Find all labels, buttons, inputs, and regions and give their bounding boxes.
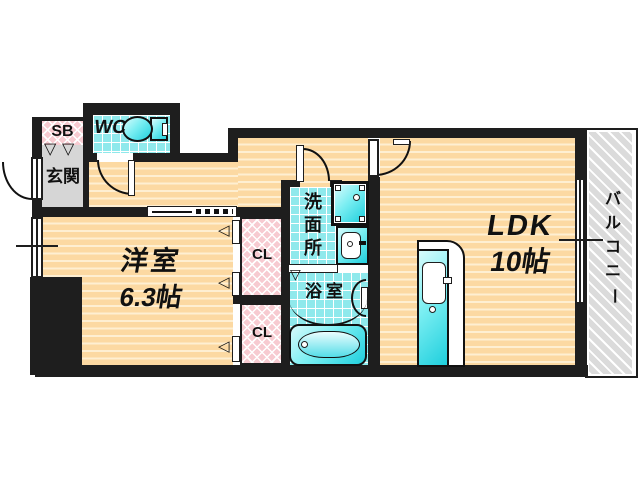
bathroom-threshold [288,264,338,273]
balcony-hatch [589,132,632,374]
closet-door-bar [232,272,240,296]
washroom-label-char: 面 [304,215,322,235]
entrance-step-icon: ▽ [44,141,57,158]
washer-corner [335,216,341,222]
wall-corner-notch [30,277,82,375]
wall-top-main [228,128,585,138]
west-window-mullion [36,219,38,276]
washroom-label-char: 洗 [304,192,322,212]
wall-right-upper [575,138,585,178]
western-room-floor-upper [43,217,233,277]
entrance-door-line [36,159,38,198]
balcony-label-char: ー [605,287,622,304]
balcony-label-char: コ [604,239,621,256]
washer-corner [359,216,365,222]
sliding-door-track [196,208,233,214]
vanity-faucet [359,241,366,245]
vanity-drain [347,241,353,247]
vanity-sink-icon [336,226,369,265]
closet-lower-area [240,303,284,365]
sliding-door [147,206,237,217]
closet-upper-area [240,217,284,297]
entrance-door-leaf [31,157,43,200]
balcony-label-char: ニ [604,263,621,280]
ldk-floor [380,138,575,365]
bathroom-door-marker-icon: ▽ [290,266,301,282]
wall-wc-bottom-left [83,153,97,162]
wall-washroom-left [281,180,290,367]
kitchen-counter-icon [417,240,465,367]
entrance-door-arc [2,162,32,200]
wall-wc-left [83,103,93,162]
closet-door-marker-icon: ◁ [218,338,230,355]
wall-left-mid [32,198,42,218]
ldk-door-leaf [368,139,379,177]
toilet-button [162,123,168,136]
wall-wc-top [83,103,180,115]
wall-entrance-right [83,162,89,208]
wall-closet-divider [233,295,290,304]
washer-corner [335,185,341,191]
bathtub-drain [301,341,308,348]
washroom-label: 洗 面 所 [299,191,327,260]
toilet-icon [122,115,174,145]
closet-door-bar [232,220,240,244]
wc-door-leaf [128,160,135,196]
balcony-window [575,178,585,304]
wall-step [228,128,238,162]
sliding-door-panel [152,210,192,213]
shoe-box-label: SB [51,123,74,140]
wall-top-mid [133,153,238,162]
kitchen-faucet [443,277,452,284]
wall-wc-right [170,103,180,162]
wall-washroom-top-left [288,180,300,187]
western-room-name: 洋室 [118,246,184,276]
washer-faucet [353,194,360,201]
bathtub-icon [289,324,367,366]
bathtub-inner [298,331,360,358]
wall-wet-right [368,177,380,367]
wc-label: WC [92,117,128,138]
western-room-size: 6.3帖 [117,282,185,312]
ldk-door-jamb [393,139,410,145]
washroom-label-char: 所 [304,238,322,258]
ldk-size: 10帖 [488,246,553,277]
washing-machine-icon [331,181,369,226]
closet-door-marker-icon: ◁ [218,274,230,291]
shoe-box-area [42,121,83,145]
washroom-floor [290,187,338,265]
west-window-tick [16,245,58,247]
entrance-step-icon: ▽ [62,141,75,158]
kitchen-burner [429,306,436,313]
balcony-window-mullion [579,180,581,302]
balcony-label-char: ル [604,215,621,232]
entrance-floor [42,145,83,207]
western-room-floor-lower [82,277,233,365]
wall-left-upper [32,117,42,160]
balcony-area [585,128,638,378]
closet-upper-label: CL [252,246,272,263]
toilet-bowl [122,116,153,142]
balcony-label: バ ル コ ニ ー [597,188,629,308]
washer-corner [359,185,365,191]
washroom-door-leaf [296,145,304,182]
closet-door-bar [232,336,240,362]
washing-machine-body [335,185,365,222]
wall-right-lower [575,303,585,366]
ldk-name: LDK [484,210,556,242]
wall-shoebox-top [35,117,83,121]
balcony-window-tick [559,239,603,241]
entrance-label: 玄関 [46,167,80,186]
west-window [31,217,43,278]
closet-door-marker-icon: ◁ [218,222,230,239]
balcony-label-char: バ [604,191,621,208]
bathroom-label: 浴室 [305,282,347,301]
wall-bottom [35,365,588,377]
closet-lower-label: CL [252,324,272,341]
